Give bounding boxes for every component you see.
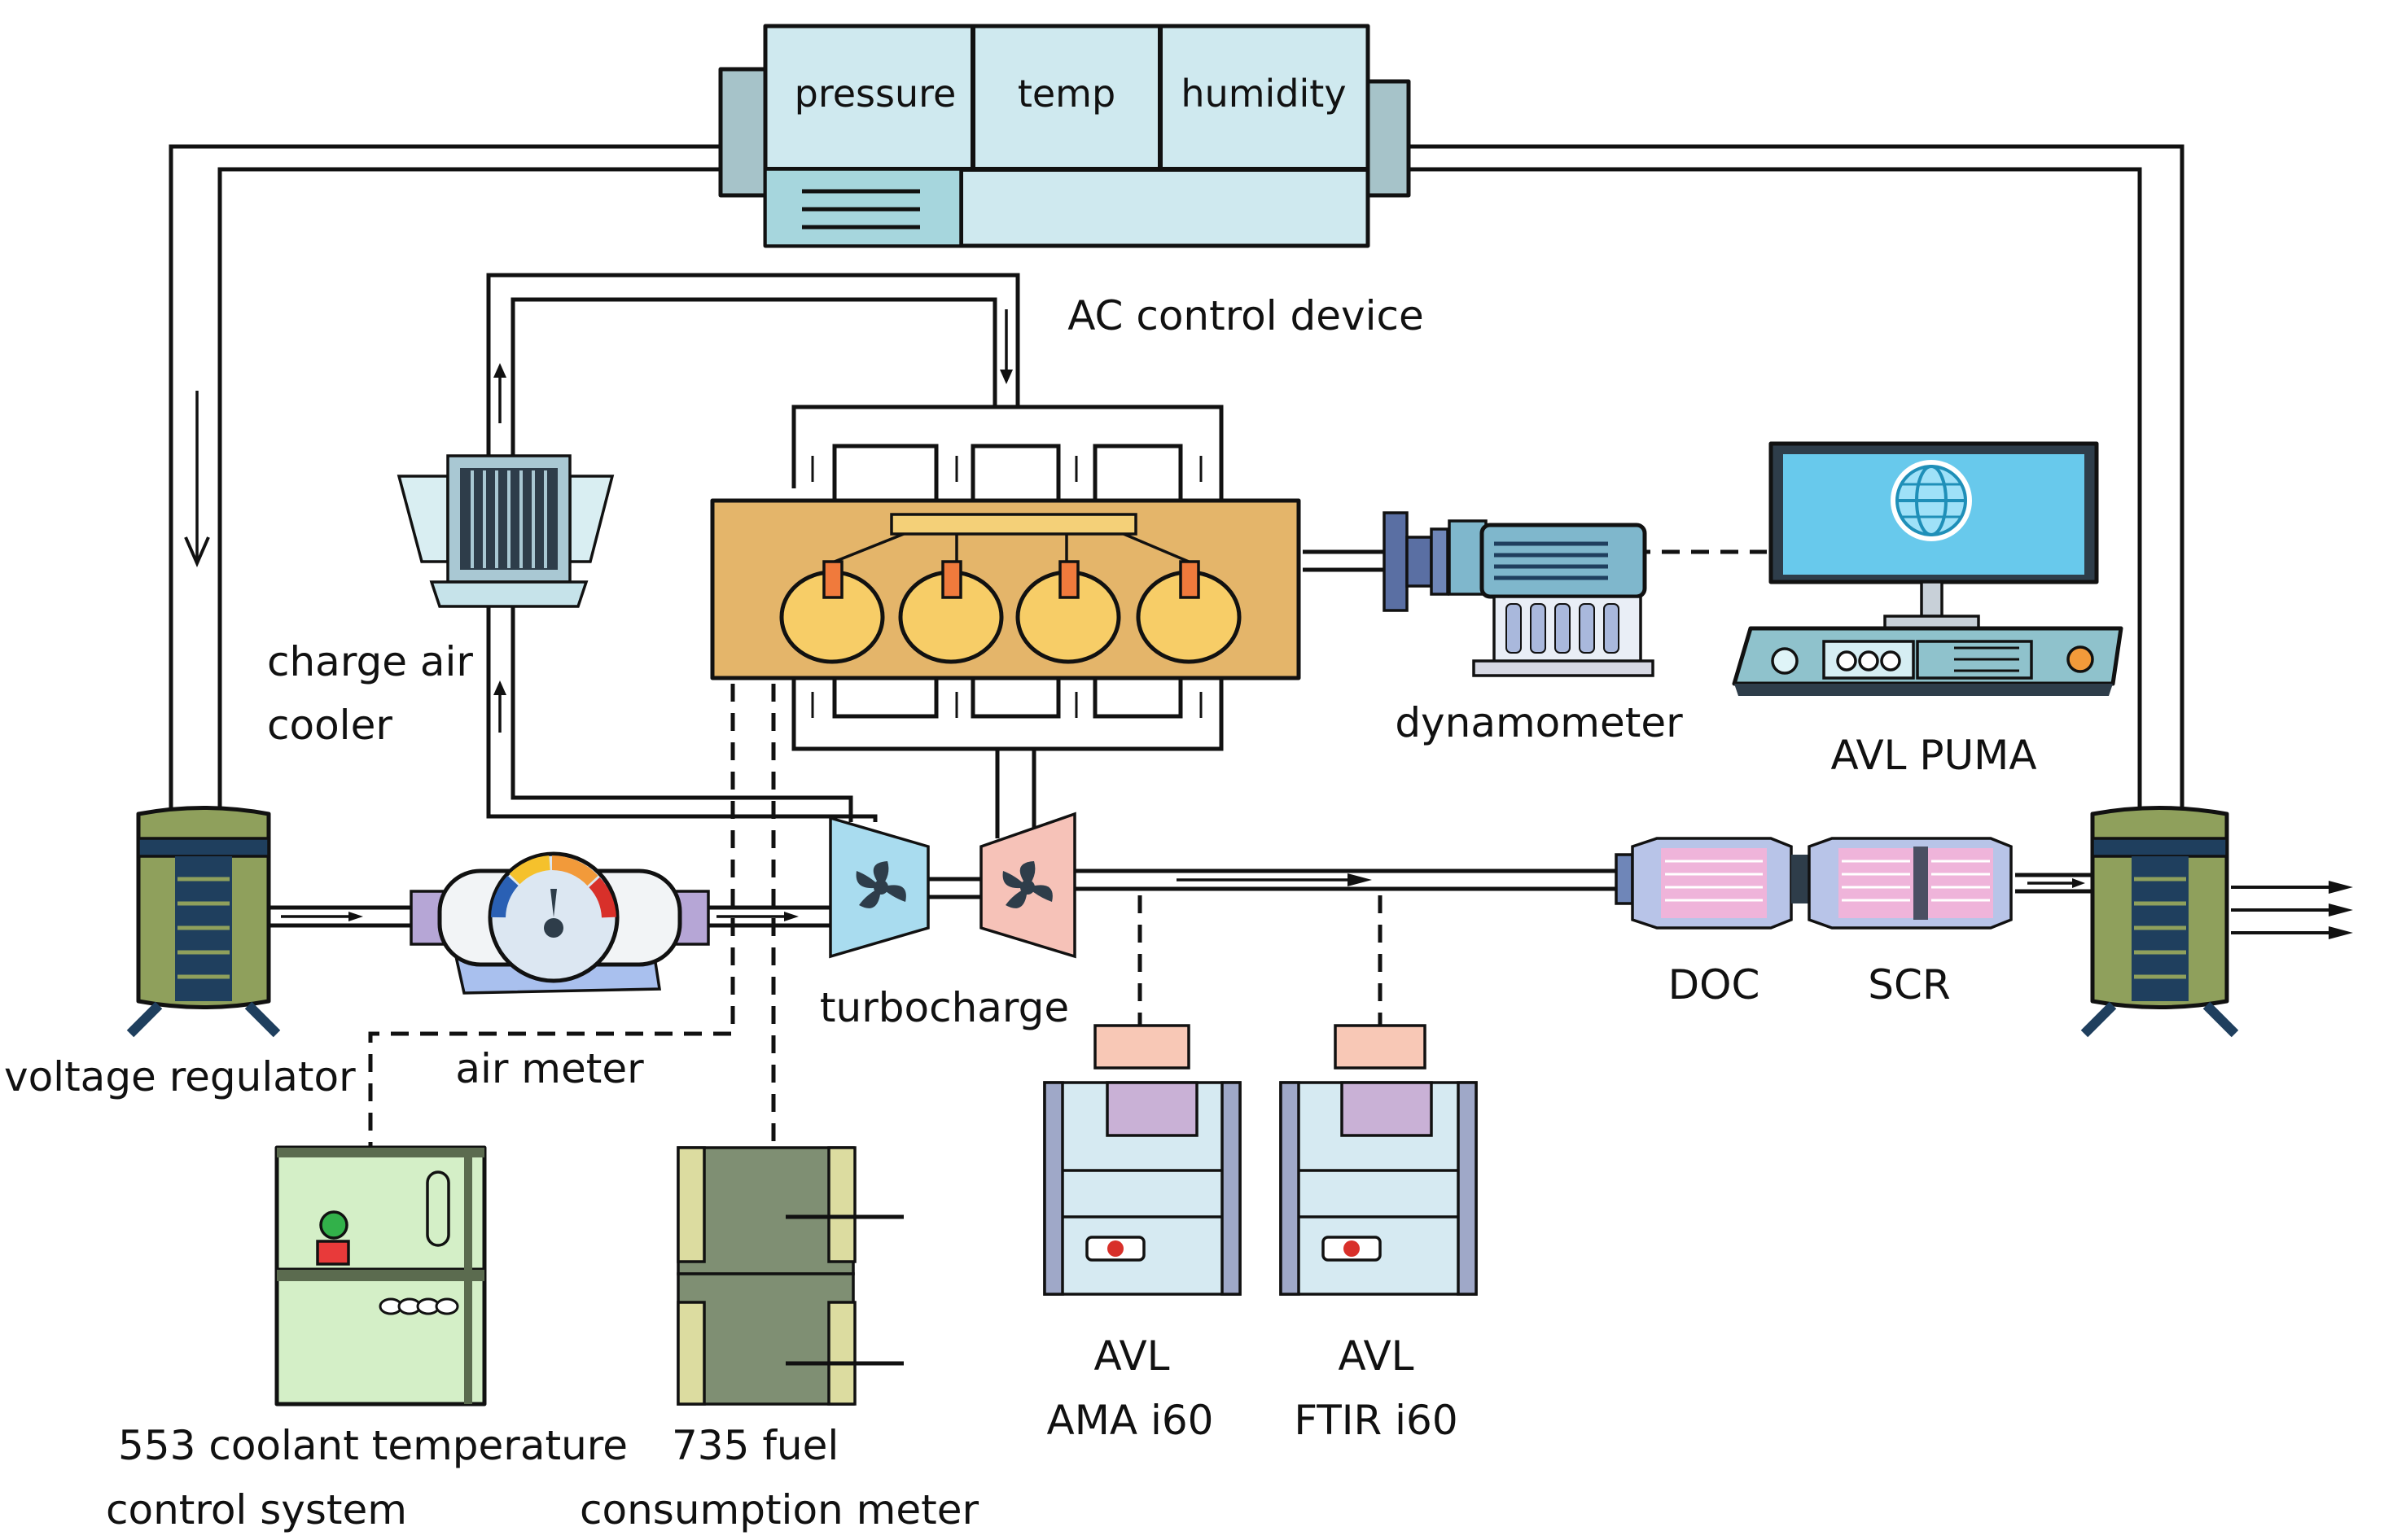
avl-puma-label: AVL PUMA [1830,732,2036,779]
coolant-label-line1: 553 coolant temperature [118,1422,628,1469]
voltage-regulator-right [2080,806,2239,1038]
temp-label: temp [1018,72,1115,116]
avl-puma [1732,441,2123,696]
pressure-label: pressure [795,72,957,116]
ama-label-line2: AMA i60 [1047,1397,1214,1444]
ftir-label-line1: AVL [1338,1332,1413,1380]
charge-air-cooler-label-line2: cooler [267,702,392,749]
charge-air-cooler [397,454,615,608]
avl-ftir-i60-analyzer [1279,1024,1478,1296]
fuel-consumption-meter [677,1146,904,1406]
globe-icon [1891,460,1972,541]
ac-control-device-label: AC control device [1067,292,1424,339]
cylinders [779,560,1242,664]
voltage-regulator-label: voltage regulator [4,1053,356,1100]
ama-label-line1: AVL [1093,1332,1169,1380]
compressor-fan-icon [856,861,906,908]
doc-scr [1615,837,2013,930]
fuel-label-line2: consumption meter [580,1486,979,1533]
coolant-label-line2: control system [106,1486,407,1533]
turbocharge-label: turbocharge [820,984,1069,1031]
doc-label: DOC [1668,961,1760,1008]
dynamometer-label: dynamometer [1395,699,1683,746]
air-meter [410,851,710,995]
air-meter-label: air meter [455,1045,644,1092]
turbocharger [829,812,1076,959]
coolant-temperature-control-system [274,1145,487,1407]
flow-arrows [184,309,2353,939]
signal-lines [368,549,1767,1148]
dynamometer [1383,511,1654,677]
charge-air-cooler-label-line1: charge air [267,638,473,685]
fuel-label-line1: 735 fuel [672,1422,839,1469]
avl-ama-i60-analyzer [1043,1024,1242,1296]
scr-label: SCR [1868,961,1950,1008]
humidity-label: humidity [1181,72,1346,116]
voltage-regulator-left [126,806,281,1038]
ac-control-device: pressure temp humidity [718,24,1411,248]
ftir-label-line2: FTIR i60 [1294,1397,1457,1444]
turbine-fan-icon [1002,861,1053,908]
engine [710,498,1301,680]
